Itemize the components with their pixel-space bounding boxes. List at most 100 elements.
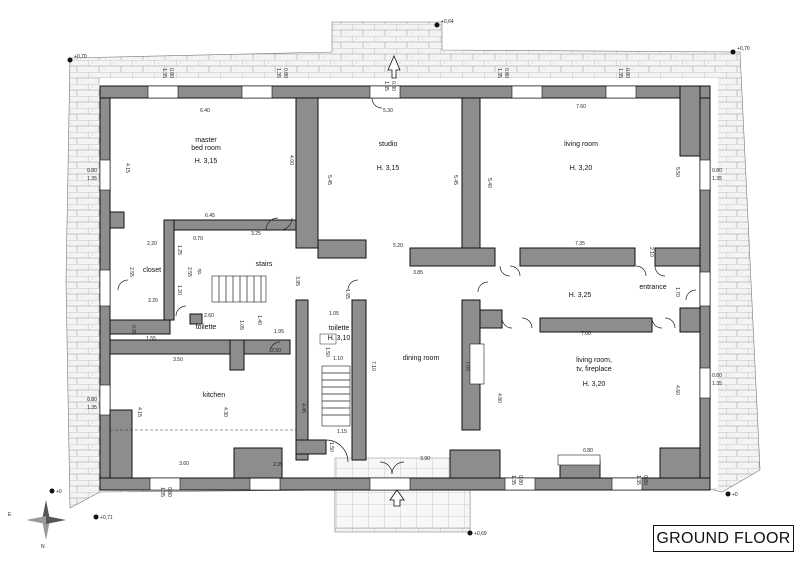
window-label-b: 1.35 xyxy=(712,381,722,387)
dim-label: 7.00 xyxy=(581,331,591,337)
dim-label: 2.55 xyxy=(128,267,134,277)
dim-label: 7.00 xyxy=(464,361,470,371)
dim-label: 4.80 xyxy=(496,393,502,403)
window-labels: 0.80 1.35 0.80 1.35 0.80 1.35 0.80 1.35 … xyxy=(87,68,722,497)
compass-rose-icon: E N xyxy=(8,500,66,550)
window-label-a: 0.80 xyxy=(624,68,630,78)
window-label-a: 0.80 xyxy=(712,168,722,174)
room-master-bedroom-label-1: master xyxy=(195,137,217,144)
window-label-b: 1.35 xyxy=(496,68,502,78)
room-living-tv-label-2: tv, fireplace xyxy=(576,366,611,373)
room-living-label: living room xyxy=(564,141,598,148)
dim-label: 1.70 xyxy=(674,287,680,297)
window-label-b: 1.35 xyxy=(712,176,722,182)
dim-label: 7.10 xyxy=(370,361,376,371)
dim-label: 1.50 xyxy=(328,442,334,452)
dim-label: 4.15 xyxy=(124,163,130,173)
dim-label: 4.15 xyxy=(136,407,142,417)
dim-label: 2.10 xyxy=(648,247,654,257)
room-toilette-center-label: toilette xyxy=(329,325,350,332)
dim-label: 3.95 xyxy=(294,276,300,286)
dim-label: 4.45 xyxy=(300,403,306,413)
doors xyxy=(117,97,697,475)
stair-treads xyxy=(211,275,351,427)
window-label-a: 0.80 xyxy=(642,475,648,485)
level-bottom-left: +0,71 xyxy=(100,515,113,521)
dim-label: 1.20 xyxy=(176,285,182,295)
dim-label: 5.40 xyxy=(486,178,492,188)
dim-label: 1.55 xyxy=(146,336,156,342)
window-label-b: 1.35 xyxy=(87,176,97,182)
window-label-b: 1.35 xyxy=(617,68,623,78)
dim-label: 4.30 xyxy=(222,407,228,417)
window-label-a: 0.80 xyxy=(87,168,97,174)
room-living-tv-label-1: living room, xyxy=(576,357,612,364)
room-hall-height: H. 3,25 xyxy=(569,292,592,299)
room-stairs-label: stairs xyxy=(256,261,273,268)
room-entrance-label: entrance xyxy=(639,284,666,291)
dim-label: 5.45 xyxy=(452,175,458,185)
dim-label: 5.30 xyxy=(383,108,393,114)
dim-label: 1.65 xyxy=(344,289,350,299)
dim-label: 2.20 xyxy=(147,241,157,247)
dim-label: 6.80 xyxy=(583,448,593,454)
dim-label: 7.35 xyxy=(575,241,585,247)
room-living-tv-height: H. 3,20 xyxy=(583,381,606,388)
window-label-a: 0.80 xyxy=(166,487,172,497)
dim-label: 2.60 xyxy=(204,313,214,319)
dim-label: 4.60 xyxy=(674,385,680,395)
window-label-a: 0.80 xyxy=(712,373,722,379)
level-top: +0,64 xyxy=(441,19,454,25)
level-markers: +0,64 +0,70 +0,70 +0 +0,71 +0,69 +0 xyxy=(49,19,750,537)
dim-label: 2.20 xyxy=(148,298,158,304)
level-left-bottom: +0 xyxy=(56,489,62,495)
room-studio-height: H. 3,15 xyxy=(377,165,400,172)
window-label-b: 1.35 xyxy=(159,487,165,497)
room-toilette-left-label: toilette xyxy=(196,324,217,331)
dim-label: 1.95 xyxy=(274,329,284,335)
dim-label: 3.90 xyxy=(420,456,430,462)
dim-label: 3.50 xyxy=(173,357,183,363)
compass-east-label: E xyxy=(8,512,12,518)
fixtures xyxy=(110,333,601,466)
room-labels: master bed room H. 3,15 studio H. 3,15 l… xyxy=(143,137,667,399)
dim-label: 1.05 xyxy=(238,320,244,330)
room-living-height: H. 3,20 xyxy=(570,165,593,172)
room-toilette-center-height: H. 3,10 xyxy=(328,335,351,342)
window-label-b: 1.35 xyxy=(635,475,641,485)
window-label-a: 0.80 xyxy=(168,68,174,78)
dim-label: 6.45 xyxy=(205,213,215,219)
dim-label: 7.60 xyxy=(576,104,586,110)
room-dining-label: dining room xyxy=(403,355,440,362)
dim-label: 0.95 xyxy=(130,325,136,335)
compass-north-label: N xyxy=(41,544,45,550)
dim-label: 5.45 xyxy=(326,175,332,185)
entry-arrows xyxy=(387,54,405,507)
level-bottom: +0,69 xyxy=(474,531,487,537)
dim-label: 3.60 xyxy=(179,461,189,467)
dim-label: 2.50 xyxy=(271,348,281,354)
exterior-paving xyxy=(65,21,761,533)
room-master-bedroom-height: H. 3,15 xyxy=(195,158,218,165)
dim-label: 3.25 xyxy=(251,231,261,237)
window-label-b: 1.35 xyxy=(275,68,281,78)
room-closet-label: closet xyxy=(143,267,161,274)
window-label-a: 0.80 xyxy=(390,81,396,91)
room-studio-label: studio xyxy=(379,141,398,148)
level-top-right: +0,70 xyxy=(737,46,750,52)
window-label-b: 1.35 xyxy=(87,405,97,411)
window-label-a: 0.80 xyxy=(87,397,97,403)
level-right: +0 xyxy=(732,492,738,498)
walls xyxy=(99,85,711,491)
window-label-a: 0.80 xyxy=(282,68,288,78)
room-kitchen-label: kitchen xyxy=(203,392,225,399)
dim-label: 6.40 xyxy=(200,108,210,114)
dim-label: 5.20 xyxy=(393,243,403,249)
dim-label: 1.50 xyxy=(324,347,330,357)
drawing-title-box: GROUND FLOOR xyxy=(653,525,794,552)
dim-label: 2.35 xyxy=(273,462,283,468)
room-rip-label: rip. xyxy=(196,269,202,276)
dim-label: 1.40 xyxy=(256,315,262,325)
dim-label: 4.00 xyxy=(288,155,294,165)
